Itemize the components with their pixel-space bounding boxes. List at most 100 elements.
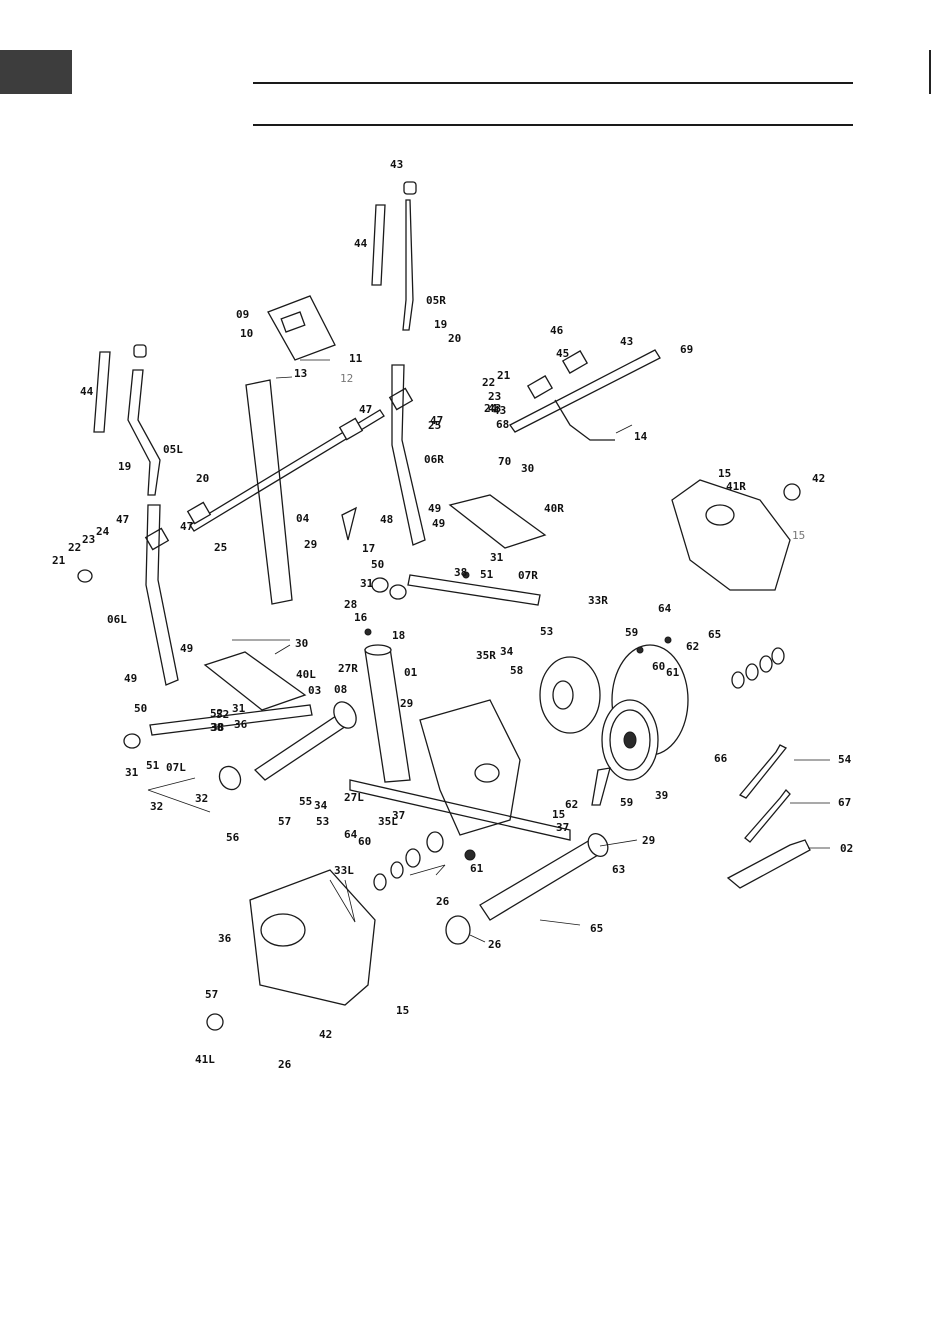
part-label-31: 31	[490, 551, 504, 564]
part-label-58: 58	[510, 664, 523, 677]
part-label-45: 45	[556, 347, 569, 360]
part-label-13: 13	[294, 367, 307, 380]
part-labels: 434405R192009101112134645436921222324472…	[52, 158, 853, 1071]
part-label-37: 37	[556, 821, 569, 834]
part-label-49: 49	[432, 517, 445, 530]
part-label-62: 62	[686, 640, 699, 653]
part-label-69: 69	[680, 343, 693, 356]
part-label-52: 52	[216, 708, 229, 721]
part-label-61: 61	[666, 666, 680, 679]
part-label-23: 23	[82, 533, 95, 546]
part-label-59: 59	[625, 626, 638, 639]
part-label-44: 44	[354, 237, 368, 250]
part-label-21: 21	[52, 554, 66, 567]
part-label-10: 10	[240, 327, 253, 340]
part-label-15: 15	[552, 808, 565, 821]
part-label-40R: 40R	[544, 502, 564, 515]
part-label-57: 57	[278, 815, 291, 828]
part-label-49: 49	[428, 502, 441, 515]
leader-lines	[147, 359, 830, 943]
part-label-29: 29	[642, 834, 655, 847]
part-label-24: 24	[484, 402, 498, 415]
part-label-59: 59	[620, 796, 633, 809]
part-label-07R: 07R	[518, 569, 538, 582]
part-label-26: 26	[278, 1058, 292, 1071]
part-label-42: 42	[319, 1028, 332, 1041]
part-label-49: 49	[124, 672, 137, 685]
part-label-15: 15	[718, 467, 731, 480]
part-label-04: 04	[296, 512, 310, 525]
part-label-34: 34	[314, 799, 328, 812]
part-label-08: 08	[334, 683, 347, 696]
part-label-43: 43	[493, 404, 506, 417]
part-label-62: 62	[565, 798, 578, 811]
part-label-27L: 27L	[344, 791, 364, 804]
part-label-29: 29	[400, 697, 413, 710]
part-label-47: 47	[180, 520, 193, 533]
part-label-27R: 27R	[338, 662, 358, 675]
part-label-29: 29	[304, 538, 317, 551]
part-label-39: 39	[655, 789, 668, 802]
part-label-53: 53	[316, 815, 329, 828]
part-outlines	[77, 181, 811, 1031]
part-label-11: 11	[349, 352, 363, 365]
part-label-38: 38	[211, 721, 224, 734]
part-label-35L: 35L	[378, 815, 398, 828]
part-label-50: 50	[371, 558, 384, 571]
part-label-03: 03	[308, 684, 321, 697]
part-label-47: 47	[116, 513, 129, 526]
part-label-56: 56	[226, 831, 240, 844]
part-label-31: 31	[125, 766, 139, 779]
part-label-22: 22	[482, 376, 495, 389]
part-label-41R: 41R	[726, 480, 746, 493]
part-label-26: 26	[488, 938, 502, 951]
part-label-43: 43	[488, 402, 501, 415]
part-label-51: 51	[480, 568, 494, 581]
part-label-18: 18	[392, 629, 405, 642]
part-label-25: 25	[428, 419, 441, 432]
part-label-26: 26	[436, 895, 450, 908]
part-label-25: 25	[214, 541, 227, 554]
part-label-41L: 41L	[195, 1053, 215, 1066]
part-label-60: 60	[358, 835, 371, 848]
part-label-31: 31	[232, 702, 246, 715]
part-label-17: 17	[362, 542, 375, 555]
part-label-06L: 06L	[107, 613, 127, 626]
part-label-47: 47	[430, 414, 443, 427]
part-label-44: 44	[80, 385, 94, 398]
part-label-52: 52	[210, 707, 223, 720]
part-label-37: 37	[392, 809, 405, 822]
part-label-05L: 05L	[163, 443, 183, 456]
part-label-64: 64	[344, 828, 358, 841]
part-label-61: 61	[470, 862, 484, 875]
part-label-54: 54	[838, 753, 852, 766]
part-label-12: 12	[340, 372, 353, 385]
part-label-51: 51	[146, 759, 160, 772]
part-label-46: 46	[550, 324, 564, 337]
part-label-14: 14	[634, 430, 648, 443]
part-label-07L: 07L	[166, 761, 186, 774]
part-label-02: 02	[840, 842, 853, 855]
part-label-43: 43	[390, 158, 403, 171]
part-label-20: 20	[448, 332, 461, 345]
part-label-55: 55	[299, 795, 312, 808]
part-label-36: 36	[234, 718, 248, 731]
part-label-33R: 33R	[588, 594, 608, 607]
part-label-49: 49	[180, 642, 193, 655]
part-label-34: 34	[500, 645, 514, 658]
part-label-19: 19	[434, 318, 447, 331]
part-label-21: 21	[497, 369, 511, 382]
part-label-32: 32	[150, 800, 163, 813]
page-corner-mark	[929, 50, 931, 94]
part-label-68: 68	[496, 418, 509, 431]
part-label-30: 30	[295, 637, 308, 650]
part-label-60: 60	[652, 660, 665, 673]
part-label-40L: 40L	[296, 668, 316, 681]
part-label-47: 47	[359, 403, 372, 416]
header-rule-top	[253, 82, 853, 84]
part-label-66: 66	[714, 752, 728, 765]
section-tab	[0, 50, 72, 94]
part-label-38: 38	[210, 721, 223, 734]
part-label-63: 63	[612, 863, 625, 876]
